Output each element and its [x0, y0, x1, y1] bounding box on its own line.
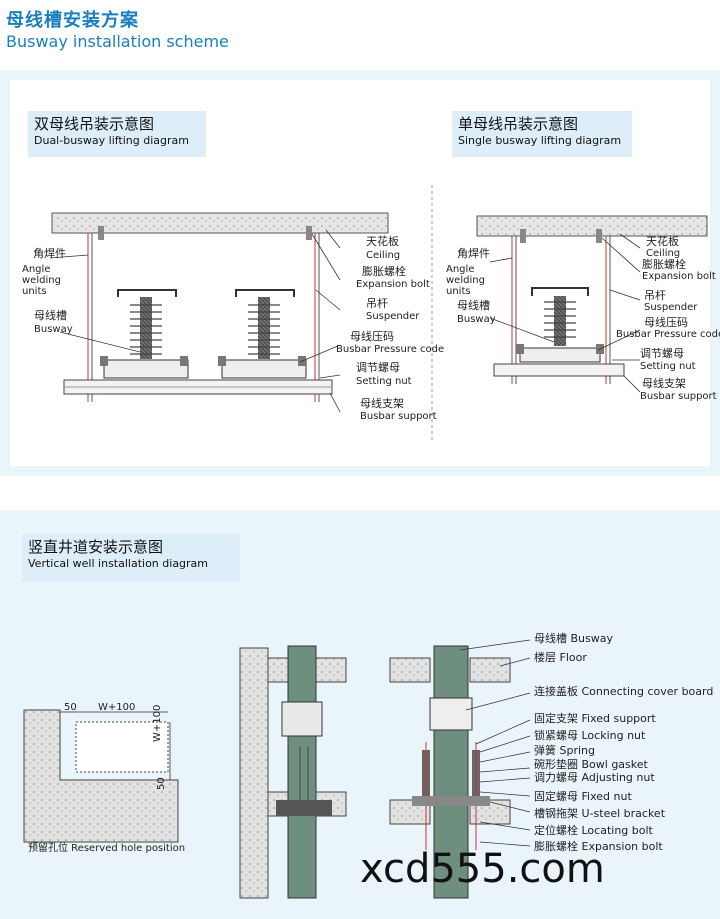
hole-caption: 预留孔位 Reserved hole position: [28, 843, 186, 854]
dual-title-cn: 双母线吊装示意图: [34, 115, 155, 133]
page-title-cn: 母线槽安装方案: [6, 10, 139, 31]
dual-suspender-label-en: Suspender: [366, 311, 420, 322]
vertical-title-en: Vertical well installation diagram: [28, 557, 209, 570]
single-busway-label-cn: 母线槽: [457, 299, 490, 312]
part-connecting-cover: 连接盖板 Connecting cover board: [534, 685, 714, 698]
single-bolt-label-en: Expansion bolt: [642, 271, 716, 282]
single-title-en: Single busway lifting diagram: [458, 134, 622, 147]
dual-nut-label-en: Setting nut: [356, 376, 412, 387]
single-title-box: 单母线吊装示意图 Single busway lifting diagram: [452, 111, 632, 157]
dual-title-en: Dual-busway lifting diagram: [34, 134, 189, 147]
part-bowl-gasket: 碗形垫圈 Bowl gasket: [534, 758, 648, 771]
vertical-title-cn: 竖直井道安装示意图: [28, 538, 164, 556]
single-ceiling-label-en: Ceiling: [646, 248, 681, 259]
part-busway: 母线槽 Busway: [534, 632, 613, 645]
single-bolt-label-cn: 膨胀螺栓: [642, 258, 686, 271]
single-ceiling-label-cn: 天花板: [646, 235, 679, 248]
dual-support-label-cn: 母线支架: [360, 397, 404, 410]
single-nut-label-en: Setting nut: [640, 361, 696, 372]
single-support-label-en: Busbar support: [640, 391, 717, 402]
dual-support-label-en: Busbar support: [360, 411, 437, 422]
vertical-well-diagram: [23, 639, 531, 899]
part-fixed-support: 固定支架 Fixed support: [534, 712, 656, 725]
hole-dim-50-side: 50: [156, 777, 167, 790]
watermark-text: xcd555.com: [360, 846, 605, 892]
dual-angle-label-en: Angle welding units: [22, 264, 61, 297]
single-support-label-cn: 母线支架: [642, 377, 686, 390]
vertical-title-box: 竖直井道安装示意图 Vertical well installation dia…: [22, 534, 240, 582]
part-locking-nut: 锁紧螺母 Locking nut: [534, 729, 646, 742]
single-title-cn: 单母线吊装示意图: [458, 115, 579, 133]
dual-pressure-label-en: Busbar Pressure code: [336, 344, 445, 355]
dual-suspender-label-cn: 吊杆: [366, 297, 388, 310]
hole-dim-50-top: 50: [64, 702, 77, 713]
part-adjusting-nut: 调力螺母 Adjusting nut: [534, 771, 655, 784]
page-title-en: Busway installation scheme: [6, 32, 229, 51]
part-spring: 弹簧 Spring: [534, 744, 595, 757]
dual-busway-diagram: [49, 185, 708, 440]
dual-angle-label-cn: 角焊件: [33, 247, 66, 260]
part-u-steel-bracket: 槽钢拖架 U-steel bracket: [534, 807, 666, 820]
part-floor: 楼层 Floor: [534, 651, 587, 664]
dual-pressure-label-cn: 母线压码: [350, 330, 394, 343]
hole-dim-w100-side: W+100: [152, 704, 163, 742]
single-suspender-label-en: Suspender: [644, 302, 698, 313]
single-angle-label-cn: 角焊件: [457, 247, 490, 260]
dual-nut-label-cn: 调节螺母: [356, 361, 400, 374]
single-nut-label-cn: 调节螺母: [640, 347, 684, 360]
dual-ceiling-label-en: Ceiling: [366, 250, 401, 261]
part-fixed-nut: 固定螺母 Fixed nut: [534, 790, 632, 803]
hole-dim-w100-top: W+100: [98, 702, 136, 713]
single-busway-label-en: Busway: [457, 314, 496, 325]
part-expansion-bolt: 膨胀螺栓 Expansion bolt: [534, 840, 663, 853]
dual-busway-label-en: Busway: [34, 324, 73, 335]
dual-busway-label-cn: 母线槽: [34, 309, 67, 322]
single-angle-label-en: Angle welding units: [446, 264, 485, 297]
single-pressure-label-en: Busbar Pressure code: [616, 329, 720, 340]
dual-title-box: 双母线吊装示意图 Dual-busway lifting diagram: [28, 111, 206, 157]
dual-ceiling-label-cn: 天花板: [366, 235, 399, 248]
single-pressure-label-cn: 母线压码: [644, 316, 688, 329]
dual-bolt-label-en: Expansion bolt: [356, 279, 430, 290]
single-suspender-label-cn: 吊杆: [644, 289, 666, 302]
part-locating-bolt: 定位螺栓 Locating bolt: [534, 824, 653, 837]
dual-bolt-label-cn: 膨胀螺栓: [362, 265, 406, 278]
